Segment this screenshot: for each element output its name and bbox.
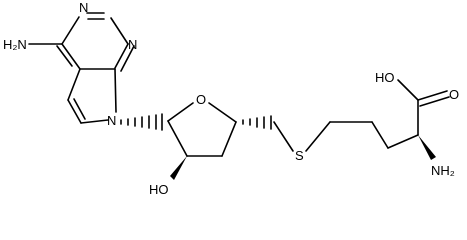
bond-lines — [28, 12, 450, 180]
amine-label-right: NH₂ — [431, 163, 455, 178]
hydroxyl-label-acid: HO — [375, 70, 395, 85]
oxygen-label-ring: O — [196, 92, 206, 107]
hydroxyl-label-bottom: HO — [149, 182, 169, 197]
amine-label-top: H₂N — [3, 37, 27, 52]
nitrogen-label-ring: N — [107, 113, 116, 128]
sulfur-label: S — [295, 148, 304, 163]
bold-wedge-bond-2 — [418, 135, 436, 160]
hashed-wedge-bond-2 — [242, 115, 272, 130]
chemical-structure-diagram: H₂N N N N O S HO HO O NH₂ — [3, 0, 459, 197]
bold-wedge-bond — [170, 156, 187, 180]
carbonyl-oxygen-label: O — [449, 87, 459, 102]
nitrogen-label-right: N — [128, 37, 137, 52]
hashed-wedge-bond — [120, 113, 163, 131]
nitrogen-label-top: N — [79, 0, 88, 15]
